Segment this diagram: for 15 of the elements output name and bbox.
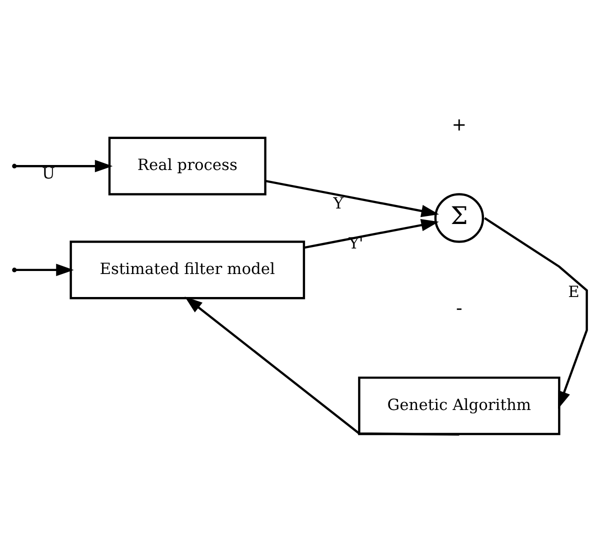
edge-label: U <box>42 164 56 182</box>
node-box: Real process <box>108 136 266 196</box>
edge-label: Y <box>333 194 344 212</box>
node-box: Genetic Algorithm <box>358 376 560 436</box>
node-circle: Σ <box>434 193 484 243</box>
arrow <box>184 296 460 436</box>
arrow <box>304 218 439 249</box>
arrow <box>16 160 113 172</box>
arrow <box>16 264 74 276</box>
edge-label: E <box>568 282 580 301</box>
arrow <box>484 217 588 409</box>
label: - <box>456 298 462 319</box>
node-box: Estimated filter model <box>70 240 306 300</box>
label: + <box>452 116 467 136</box>
arrow <box>265 180 440 218</box>
